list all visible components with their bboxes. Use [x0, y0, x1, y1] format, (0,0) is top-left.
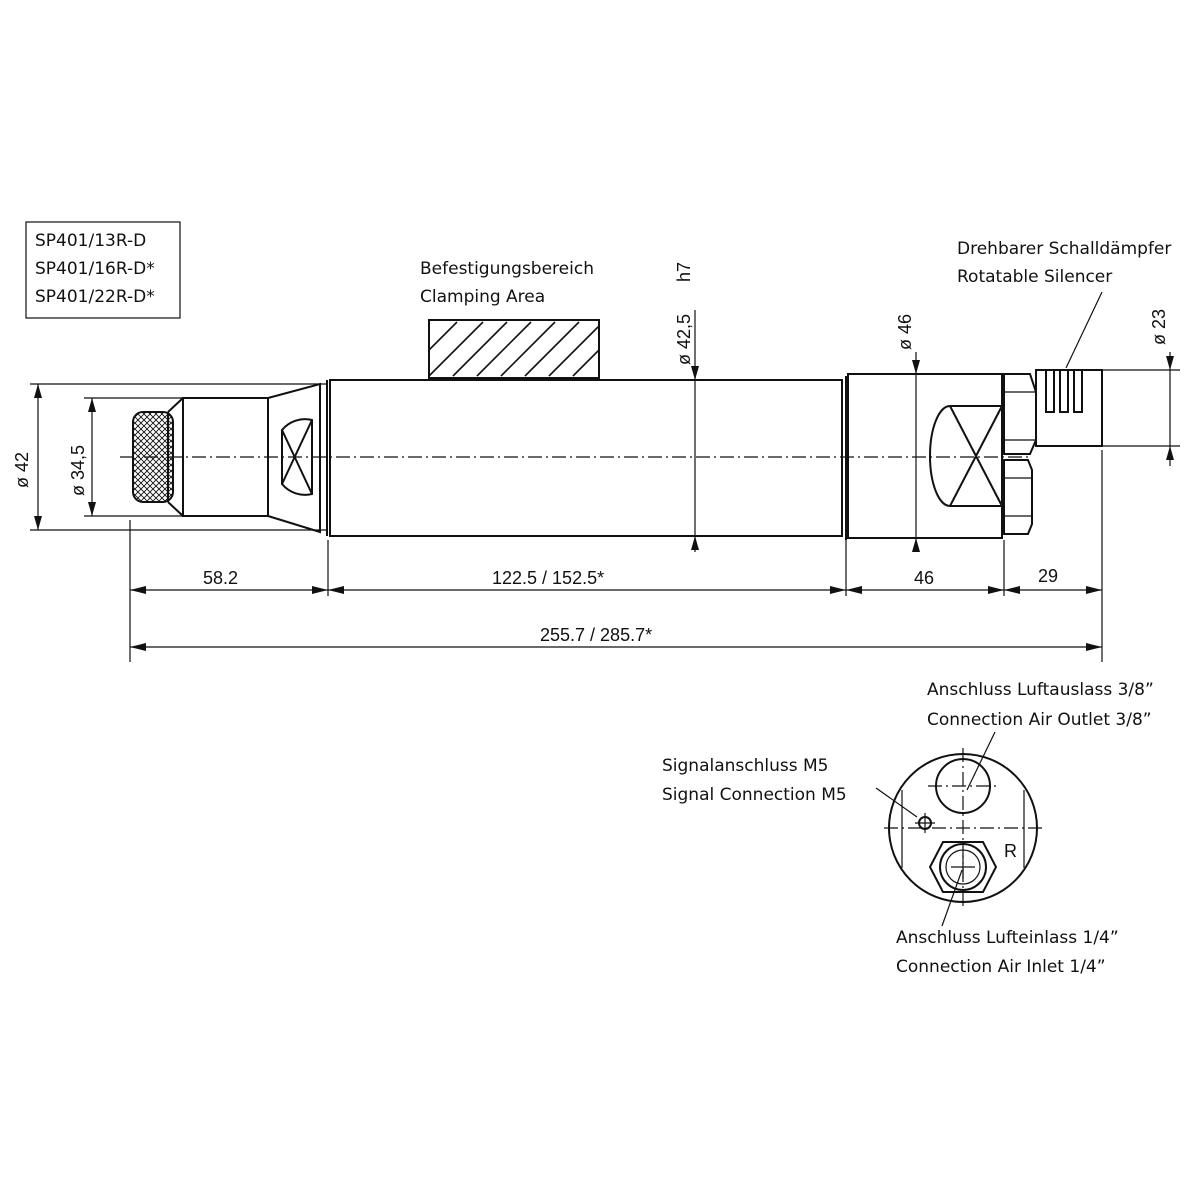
model-label: SP401/13R-D [35, 231, 146, 251]
leader-signal [875, 787, 918, 818]
dim-label: 122.5 / 152.5* [492, 568, 604, 588]
leader-inlet [941, 869, 963, 927]
spindle-side-view [120, 369, 1103, 540]
dim-label: 29 [1038, 566, 1058, 586]
end-view: Anschluss Luftauslass 3/8” Connection Ai… [662, 680, 1154, 977]
silencer-label-en: Rotatable Silencer [957, 267, 1112, 287]
dim-label: 58.2 [203, 568, 238, 588]
dim-label: ø 42 [12, 452, 32, 488]
rotation-mark: R [1004, 841, 1017, 861]
signal-label-en: Signal Connection M5 [662, 785, 847, 805]
leader-outlet [966, 731, 996, 791]
dim-d425: ø 42,5 h7 [674, 262, 699, 552]
model-label: SP401/16R-D* [35, 259, 155, 279]
air-inlet-port [939, 843, 987, 891]
dim-d345: ø 34,5 [68, 397, 182, 517]
signal-label-de: Signalanschluss M5 [662, 756, 829, 776]
inlet-label-en: Connection Air Inlet 1/4” [896, 957, 1106, 977]
clamping-label-en: Clamping Area [420, 287, 545, 307]
model-label: SP401/22R-D* [35, 287, 155, 307]
rear-head [847, 373, 1003, 539]
clamping-area: Befestigungsbereich Clamping Area [420, 259, 600, 379]
dim-label: ø 34,5 [68, 445, 88, 496]
dim-label: ø 42,5 [674, 314, 694, 365]
dim-label: ø 23 [1149, 309, 1169, 345]
dim-label: 46 [914, 568, 934, 588]
horizontal-dims: 58.2 122.5 / 152.5* 46 29 255.7 / 285.7* [129, 450, 1103, 662]
clamping-hatch [428, 321, 600, 377]
model-list: SP401/13R-D SP401/16R-D* SP401/22R-D* [25, 221, 181, 319]
dim-d23: ø 23 [1102, 309, 1180, 466]
dim-label: ø 46 [895, 314, 915, 350]
dim-label: 255.7 / 285.7* [540, 625, 652, 645]
clamping-label-de: Befestigungsbereich [420, 259, 594, 279]
dim-d42: ø 42 [12, 383, 328, 531]
silencer-label-de: Drehbarer Schalldämpfer [957, 239, 1171, 259]
dim-tolerance: h7 [674, 262, 694, 282]
air-inlet-hex [928, 841, 998, 893]
spindle-body [329, 379, 843, 537]
outlet-label-en: Connection Air Outlet 3/8” [927, 710, 1152, 730]
outlet-label-de: Anschluss Luftauslass 3/8” [927, 680, 1154, 700]
inlet-label-de: Anschluss Lufteinlass 1/4” [896, 928, 1119, 948]
silencer-callout: Drehbarer Schalldämpfer Rotatable Silenc… [957, 239, 1171, 369]
dim-d46: ø 46 [895, 314, 920, 552]
